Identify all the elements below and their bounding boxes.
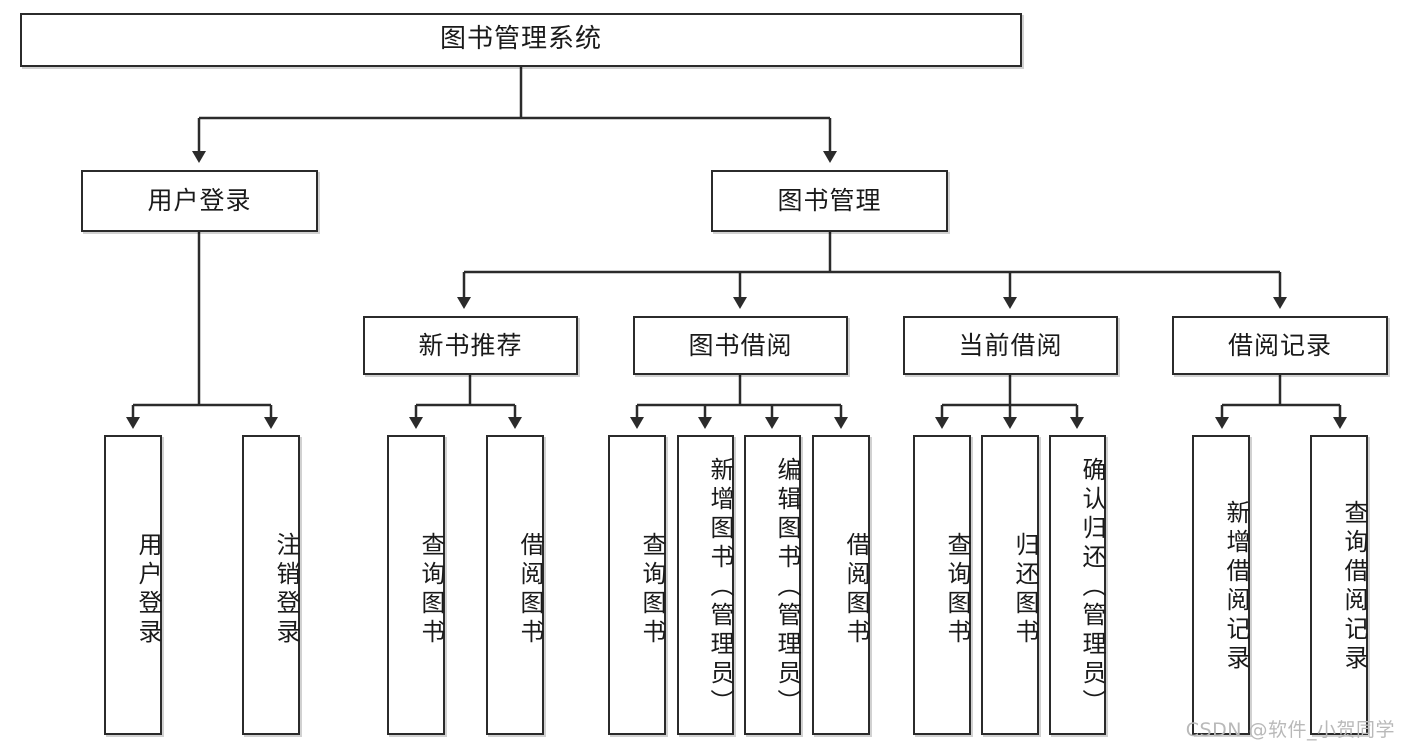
- leaf-confirm-return-admin[interactable]: 确认归还（管理员）: [1049, 435, 1106, 735]
- leaf-user-login[interactable]: 用户登录: [104, 435, 162, 735]
- node-current-borrow[interactable]: 当前借阅: [903, 316, 1118, 375]
- leaf-query-book-current[interactable]: 查询图书: [913, 435, 971, 735]
- node-label: 图书管理系统: [439, 24, 602, 55]
- node-label: 用户登录: [134, 532, 162, 648]
- node-label: 借阅图书: [842, 532, 870, 648]
- node-label: 新增图书（管理员）: [706, 456, 734, 718]
- node-label: 归还图书: [1011, 532, 1039, 648]
- node-label: 查询图书: [417, 532, 445, 648]
- node-user-login[interactable]: 用户登录: [81, 170, 318, 232]
- node-root-book-management-system[interactable]: 图书管理系统: [20, 13, 1022, 67]
- leaf-add-borrow-record[interactable]: 新增借阅记录: [1192, 435, 1250, 735]
- leaf-logout[interactable]: 注销登录: [242, 435, 300, 735]
- leaf-borrow-book-recommend[interactable]: 借阅图书: [486, 435, 544, 735]
- node-label: 用户登录: [147, 186, 252, 215]
- node-new-book-recommend[interactable]: 新书推荐: [363, 316, 578, 375]
- leaf-add-book-admin[interactable]: 新增图书（管理员）: [677, 435, 734, 735]
- leaf-borrow-book[interactable]: 借阅图书: [812, 435, 870, 735]
- node-label: 确认归还（管理员）: [1078, 456, 1106, 718]
- leaf-query-book-recommend[interactable]: 查询图书: [387, 435, 445, 735]
- node-book-management[interactable]: 图书管理: [711, 170, 948, 232]
- node-label: 图书借阅: [688, 330, 793, 360]
- node-label: 查询图书: [638, 532, 666, 648]
- node-label: 新书推荐: [418, 330, 523, 360]
- leaf-query-book-borrow[interactable]: 查询图书: [608, 435, 666, 735]
- node-label: 编辑图书（管理员）: [773, 456, 801, 718]
- node-label: 借阅记录: [1227, 330, 1332, 360]
- leaf-edit-book-admin[interactable]: 编辑图书（管理员）: [744, 435, 801, 735]
- node-label: 注销登录: [272, 532, 300, 648]
- node-label: 借阅图书: [516, 532, 544, 648]
- node-label: 新增借阅记录: [1222, 500, 1250, 674]
- watermark-csdn: CSDN @软件_小贺同学: [1185, 719, 1395, 741]
- node-label: 查询借阅记录: [1340, 500, 1368, 674]
- node-borrow-record[interactable]: 借阅记录: [1172, 316, 1388, 375]
- node-label: 查询图书: [943, 532, 971, 648]
- leaf-query-borrow-record[interactable]: 查询借阅记录: [1310, 435, 1368, 735]
- node-label: 图书管理: [777, 186, 882, 215]
- node-label: 当前借阅: [958, 330, 1063, 360]
- node-book-borrow[interactable]: 图书借阅: [633, 316, 848, 375]
- leaf-return-book[interactable]: 归还图书: [981, 435, 1039, 735]
